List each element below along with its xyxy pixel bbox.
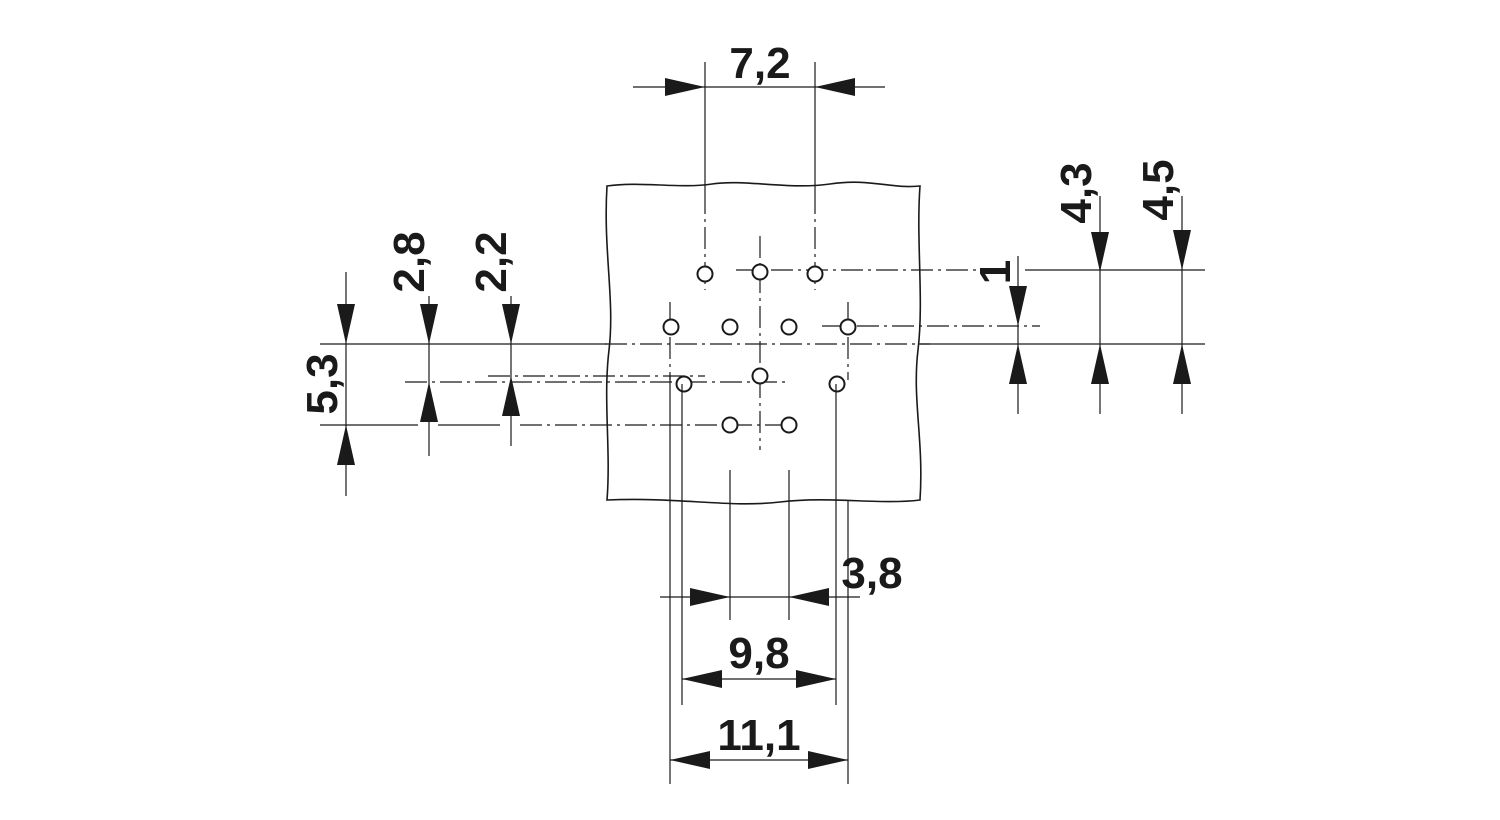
bottom-extension-lines bbox=[669, 376, 849, 784]
dimension-right-small: 1 bbox=[971, 256, 1027, 414]
dimension-label: 7,2 bbox=[729, 39, 790, 88]
dimension-left-mid: 2,8 bbox=[385, 231, 438, 456]
dimension-right-outer: 4,5 bbox=[1134, 159, 1191, 414]
drill-hole bbox=[839, 318, 857, 336]
dimension-label: 2,8 bbox=[385, 231, 434, 292]
drill-hole bbox=[662, 318, 680, 336]
drill-hole bbox=[751, 367, 769, 385]
drill-hole bbox=[780, 318, 798, 336]
dimension-left-inner: 2,2 bbox=[467, 231, 520, 446]
drill-hole bbox=[751, 263, 769, 281]
drill-hole bbox=[806, 265, 824, 283]
dimension-label: 4,3 bbox=[1052, 162, 1101, 223]
dimension-label: 1 bbox=[971, 260, 1020, 284]
dimension-bottom-outer: 11,1 bbox=[670, 711, 848, 769]
dimension-bottom-inner: 3,8 bbox=[660, 549, 903, 606]
drill-holes bbox=[662, 263, 857, 434]
dimension-label: 11,1 bbox=[717, 711, 800, 760]
board-outline bbox=[605, 181, 922, 505]
dimension-label: 4,5 bbox=[1134, 159, 1183, 220]
drill-hole bbox=[721, 318, 739, 336]
drill-hole bbox=[780, 416, 798, 434]
extension-lines bbox=[320, 62, 1205, 426]
dimension-left-outer: 5,3 bbox=[298, 272, 355, 496]
drill-hole bbox=[696, 265, 714, 283]
drill-hole bbox=[721, 416, 739, 434]
dimension-top-pitch: 7,2 bbox=[665, 39, 855, 96]
drill-hole bbox=[675, 375, 693, 393]
dimension-label: 9,8 bbox=[728, 629, 789, 678]
dimension-label: 2,2 bbox=[467, 231, 516, 292]
dimension-label: 5,3 bbox=[298, 353, 347, 414]
dimension-bottom-mid: 9,8 bbox=[682, 629, 836, 688]
drill-hole bbox=[828, 375, 846, 393]
dimension-label: 3,8 bbox=[841, 549, 902, 598]
dimension-right-mid: 4,3 bbox=[1052, 162, 1109, 414]
